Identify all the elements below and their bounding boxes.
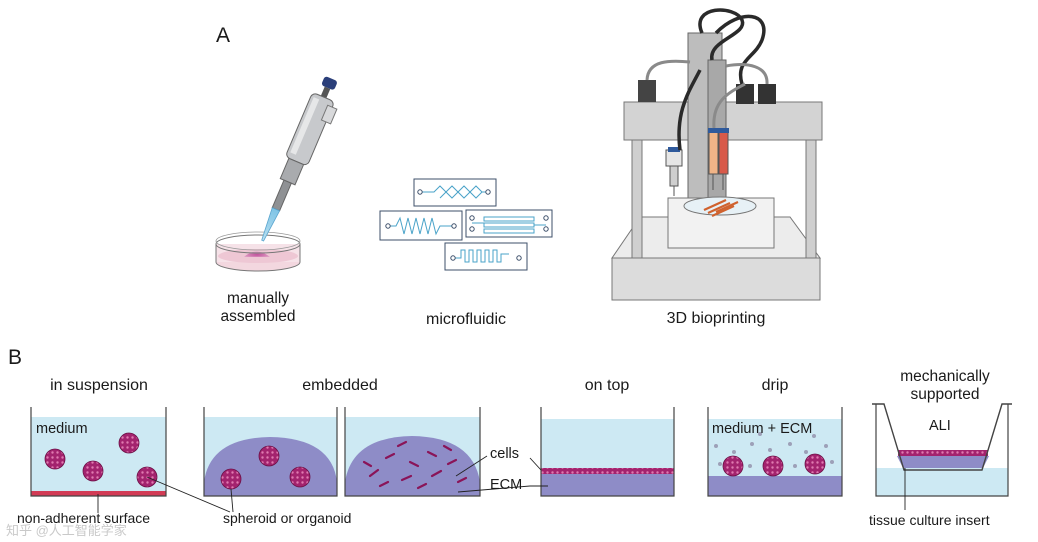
medium-ecm-label: medium + ECM <box>712 421 813 437</box>
well-suspension <box>30 407 167 497</box>
condition-drip: drip <box>761 377 789 394</box>
microfluidic-chips <box>379 178 553 271</box>
cells-label: cells <box>490 446 520 462</box>
condition-embedded: embedded <box>302 377 378 394</box>
well-embedded-cells <box>344 407 481 497</box>
well-insert <box>872 403 1012 497</box>
condition-on-top: on top <box>584 377 630 394</box>
insert-label: tissue culture insert <box>869 512 990 528</box>
microfluidic-label: microfluidic <box>425 311 506 328</box>
medium-label: medium <box>36 421 88 437</box>
bioprinting-label: 3D bioprinting <box>666 310 766 327</box>
ecm-label: ECM <box>490 477 523 493</box>
manual-label-line2: assembled <box>220 308 296 325</box>
ali-label: ALI <box>929 418 951 434</box>
leader-lines <box>97 455 906 513</box>
condition-mechanical-line2: supported <box>910 386 980 403</box>
manual-label: manually assembled <box>208 290 308 326</box>
bioprinter-illustration <box>611 8 823 301</box>
panel-a-letter: A <box>216 24 231 47</box>
pipette-illustration <box>215 76 338 272</box>
condition-mechanical-line1: mechanically <box>900 368 990 385</box>
well-on-top <box>540 407 675 497</box>
condition-suspension: in suspension <box>50 377 148 394</box>
spheroid-label: spheroid or organoid <box>223 510 352 526</box>
panel-b-letter: B <box>8 346 23 369</box>
well-drip <box>707 407 843 497</box>
non-adherent-label: non-adherent surface <box>17 510 151 526</box>
watermark: 知乎 @人工智能学家 <box>6 523 127 538</box>
well-embedded-spheroids <box>203 407 338 497</box>
manual-label-line1: manually <box>226 290 290 307</box>
condition-mechanical: mechanically supported <box>880 368 1010 404</box>
